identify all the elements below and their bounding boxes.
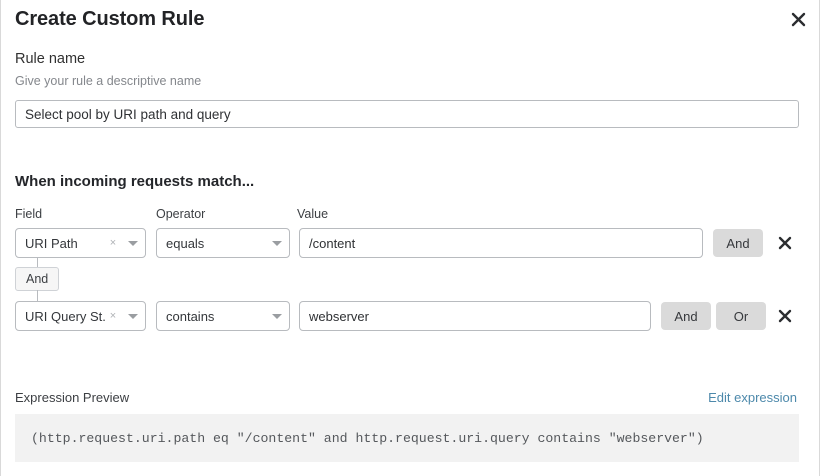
and-button-row1[interactable]: And — [713, 229, 763, 257]
field-select-row1[interactable]: URI Path × — [15, 228, 146, 258]
operator-select-value-row1: equals — [166, 235, 205, 251]
close-icon — [791, 12, 805, 26]
connector-line-top — [37, 258, 38, 268]
chevron-down-icon[interactable] — [265, 240, 289, 246]
rule-name-label: Rule name — [15, 51, 86, 67]
expression-preview-label: Expression Preview — [15, 390, 130, 405]
dialog-close-button[interactable] — [785, 6, 811, 32]
close-icon — [778, 309, 792, 323]
operator-select-row2[interactable]: contains — [156, 301, 290, 331]
edit-expression-link[interactable]: Edit expression — [708, 390, 797, 405]
expression-preview-box: (http.request.uri.path eq "/content" and… — [15, 414, 799, 462]
column-label-field: Field — [15, 207, 43, 221]
connector-and-chip[interactable]: And — [15, 267, 60, 291]
remove-condition-button-row1[interactable] — [773, 231, 797, 255]
field-select-row2[interactable]: URI Query St... × — [15, 301, 146, 331]
rule-name-help-text: Give your rule a descriptive name — [15, 74, 202, 88]
clear-icon[interactable]: × — [109, 236, 117, 249]
column-label-value: Value — [297, 207, 329, 221]
chevron-down-icon[interactable] — [121, 240, 145, 246]
and-button-row2[interactable]: And — [661, 302, 711, 330]
value-input-row2[interactable] — [299, 301, 651, 331]
chevron-down-icon[interactable] — [121, 313, 145, 319]
field-select-value-row1: URI Path — [25, 235, 78, 251]
remove-condition-button-row2[interactable] — [773, 304, 797, 328]
column-label-operator: Operator — [156, 207, 206, 221]
close-icon — [778, 236, 792, 250]
clear-icon[interactable]: × — [109, 309, 117, 322]
conditions-section-heading: When incoming requests match... — [15, 173, 255, 190]
dialog-title: Create Custom Rule — [15, 8, 205, 30]
chevron-down-icon[interactable] — [265, 313, 289, 319]
operator-select-value-row2: contains — [166, 308, 215, 324]
value-input-row1[interactable] — [299, 228, 703, 258]
connector-line-bottom — [37, 290, 38, 301]
expression-preview-code: (http.request.uri.path eq "/content" and… — [31, 430, 704, 446]
or-button-row2[interactable]: Or — [716, 302, 766, 330]
rule-name-input[interactable] — [15, 100, 799, 128]
field-select-value-row2: URI Query St... — [25, 308, 105, 324]
operator-select-row1[interactable]: equals — [156, 228, 290, 258]
